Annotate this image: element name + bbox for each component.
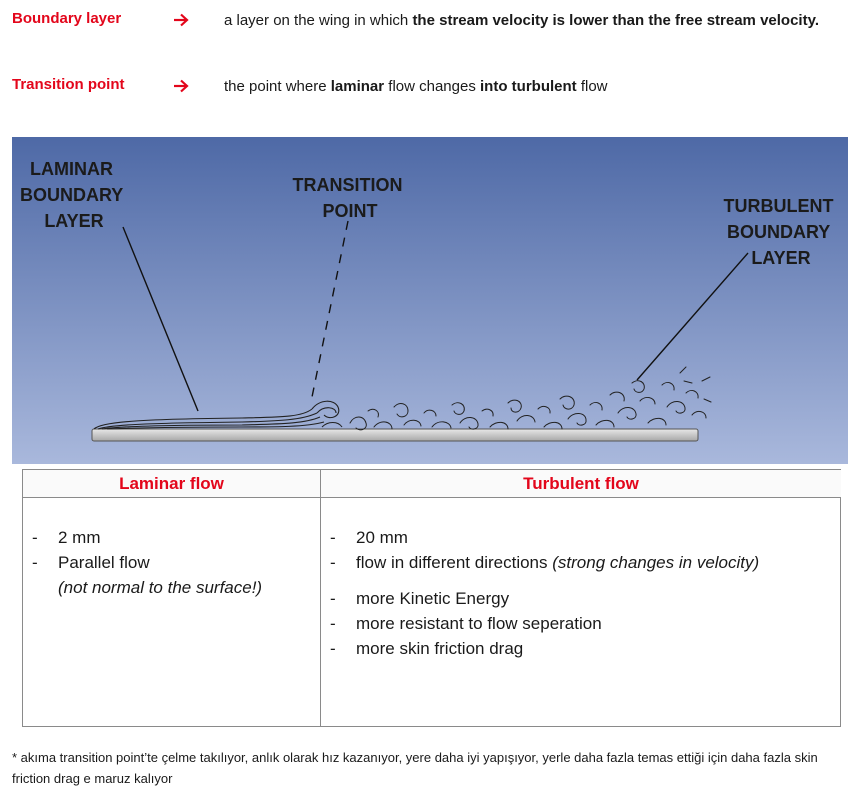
transition-point-label: TRANSITION POINT — [292, 175, 407, 221]
list-item: - flow in different directions (strong c… — [330, 553, 760, 572]
turbulent-pointer-line — [636, 252, 749, 381]
list-item: - 20 mm — [330, 528, 408, 547]
laminar-flow-lines — [93, 408, 325, 430]
diagram-background — [12, 137, 848, 464]
list-item: - more resistant to flow seperation — [330, 614, 602, 633]
laminar-note: (not normal to the surface!) — [58, 578, 263, 597]
turbulent-column: Turbulent flow - 20 mm - flow in differe… — [320, 470, 841, 726]
laminar-header: Laminar flow — [23, 470, 320, 498]
flow-comparison-table: Laminar flow - 2 mm - Parallel flow (not… — [22, 469, 841, 727]
list-item: - more Kinetic Energy — [330, 589, 510, 608]
definition-term: Transition point — [12, 76, 125, 93]
turbulent-boundary-layer-label: TURBULENT BOUNDARY LAYER — [723, 196, 838, 268]
turbulent-list: - 20 mm - flow in different directions (… — [321, 498, 841, 661]
definition-term: Boundary layer — [12, 10, 122, 27]
laminar-column: Laminar flow - 2 mm - Parallel flow (not… — [23, 470, 320, 726]
footnote: * akıma transition point’te çelme takılı… — [12, 750, 818, 786]
turbulent-eddies — [349, 366, 712, 431]
transition-pointer-line — [311, 220, 349, 398]
definition-text: a layer on the wing in which the stream … — [224, 12, 819, 29]
boundary-layer-diagram: LAMINAR BOUNDARY LAYER TRANSITION POINT … — [12, 137, 848, 464]
definition-text: the point where laminar flow changes int… — [224, 78, 608, 95]
laminar-pointer-line — [122, 226, 199, 412]
flat-plate — [91, 428, 699, 442]
right-arrow-icon — [174, 79, 189, 93]
list-item: - 2 mm — [32, 528, 101, 547]
list-item: - Parallel flow — [32, 553, 150, 572]
transition-swirl — [311, 400, 343, 428]
right-arrow-icon — [174, 13, 189, 27]
turbulent-header: Turbulent flow — [321, 470, 841, 498]
list-item: - more skin friction drag — [330, 639, 524, 658]
laminar-list: - 2 mm - Parallel flow (not normal to th… — [23, 498, 320, 600]
laminar-boundary-layer-label: LAMINAR BOUNDARY LAYER — [20, 159, 128, 231]
